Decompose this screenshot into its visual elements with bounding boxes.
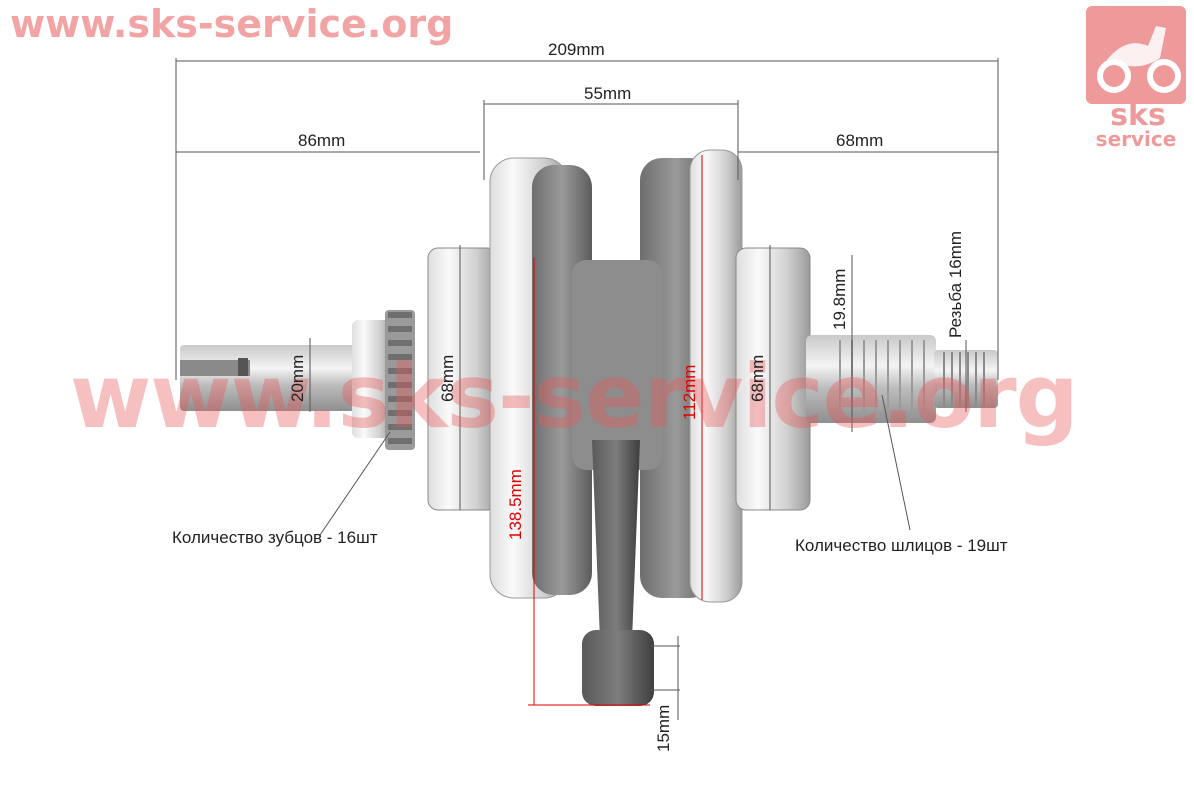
left-shaft [180, 345, 360, 411]
right-shaft-length-label: 68mm [836, 131, 884, 150]
site-url-header: www.sks-service.org [10, 2, 454, 46]
rod-end-width-label: 15mm [654, 704, 673, 752]
logo-text-service: service [1095, 127, 1177, 151]
dimension-lines [175, 58, 999, 720]
crank-pin [572, 260, 662, 470]
right-bearing-diameter-label: 68mm [748, 354, 767, 402]
brand-logo: sks service [1086, 6, 1186, 151]
total-length-label: 209mm [548, 40, 605, 59]
logo-text-sks: sks [1110, 98, 1166, 133]
connecting-rod [582, 440, 654, 706]
teeth-count-callout: Количество зубцов - 16шт [172, 528, 378, 547]
watermark-url: www.sks-service.org [70, 345, 1079, 448]
left-shaft-diameter-label: 20mm [288, 354, 307, 402]
sprocket-gear [352, 310, 415, 450]
left-shaft-length-label: 86mm [298, 131, 346, 150]
thread-size-label: Резьба 16mm [946, 230, 965, 338]
scooter-icon [1086, 6, 1186, 104]
flywheel-diameter-label: 112mm [680, 364, 699, 420]
left-bearing-diameter-label: 68mm [438, 354, 457, 402]
right-shaft [806, 335, 998, 423]
crank-width-label: 55mm [584, 84, 632, 103]
spline-count-callout: Количество шлицов - 19шт [795, 536, 1008, 555]
rod-length-label: 138.5mm [506, 469, 525, 540]
spline-diameter-label: 19.8mm [830, 268, 849, 330]
red-dimension-lines [528, 155, 703, 706]
